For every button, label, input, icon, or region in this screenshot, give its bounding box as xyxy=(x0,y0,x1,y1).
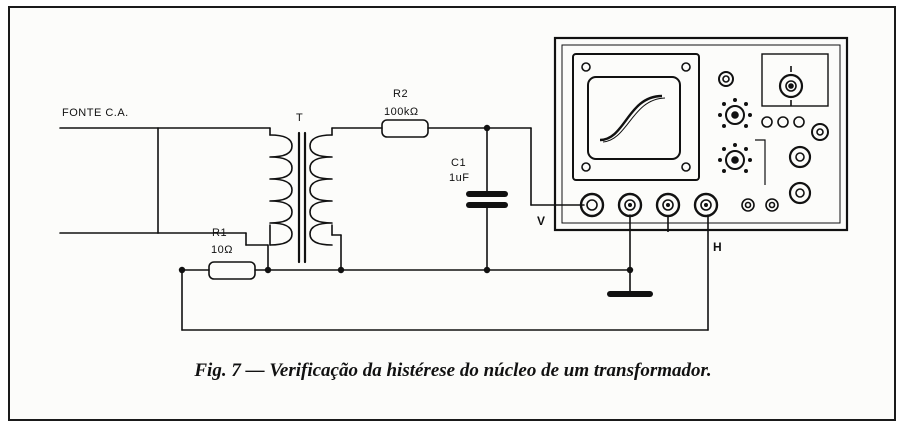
label-transformer: T xyxy=(296,112,303,124)
ac-source xyxy=(59,127,159,234)
label-c1-value: 1uF xyxy=(449,172,469,184)
transformer xyxy=(269,131,333,264)
rotary-switch-1 xyxy=(718,98,752,128)
label-r2-name: R2 xyxy=(393,88,408,100)
ground-connector xyxy=(617,192,643,218)
label-r1-value: 10Ω xyxy=(211,244,233,256)
ground-symbol xyxy=(607,214,653,297)
label-v-input: V xyxy=(537,214,545,228)
secondary-wiring xyxy=(331,127,383,271)
resistor-r1 xyxy=(208,261,256,280)
figure-caption: Fig. 7 — Verificação da histérese do núc… xyxy=(194,360,712,381)
label-r2-value: 100kΩ xyxy=(384,106,419,118)
junction-dots xyxy=(178,124,634,274)
scope-screen xyxy=(587,76,681,160)
figure-frame xyxy=(8,6,896,421)
knob-top-left xyxy=(718,71,734,87)
input-connector-h xyxy=(693,192,719,218)
rotary-switch-2 xyxy=(718,143,752,173)
knob-mid-right xyxy=(811,123,829,141)
label-r1-name: R1 xyxy=(212,227,227,239)
knob-top-right xyxy=(778,73,804,99)
label-c1-name: C1 xyxy=(451,157,466,169)
capacitor-c1 xyxy=(466,127,508,271)
scope-screen-bezel xyxy=(572,53,700,181)
primary-wiring xyxy=(157,127,271,271)
oscilloscope xyxy=(553,36,849,232)
label-source: FONTE C.A. xyxy=(62,107,129,119)
input-connector-v xyxy=(579,192,605,218)
knob-large-2 xyxy=(788,181,812,205)
resistor-r2 xyxy=(381,119,429,138)
knob-large-1 xyxy=(788,145,812,169)
label-h-input: H xyxy=(713,240,722,254)
hysteresis-trace xyxy=(599,94,663,142)
